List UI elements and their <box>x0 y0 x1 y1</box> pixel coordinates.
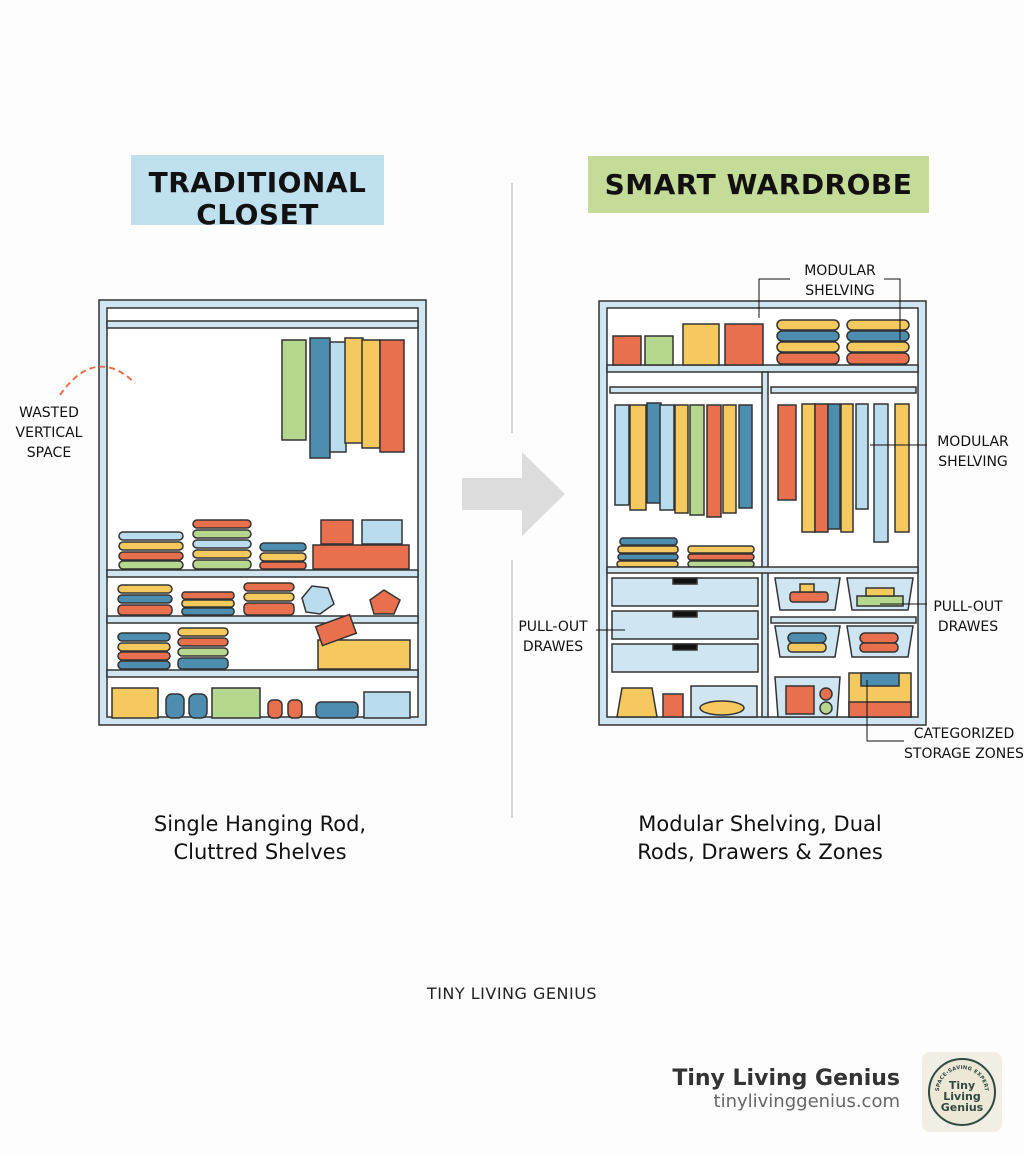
badge-arc-graphic: SPACE-SAVING EXPERT <box>935 1065 989 1092</box>
footer-text: TINY LIVING GENIUS <box>426 984 598 1003</box>
divider-top <box>511 183 513 433</box>
caption-line: Rods, Drawers & Zones <box>637 840 883 864</box>
rod-right <box>770 386 917 394</box>
smart-wardrobe-title: SMART WARDROBE <box>588 156 929 213</box>
middle-shelf <box>606 566 919 574</box>
logo-text: Tiny Living Genius <box>940 1078 984 1114</box>
logo-circle: SPACE-SAVING EXPERT Tiny Living Genius <box>928 1058 996 1126</box>
caption-line: Single Hanging Rod, <box>153 812 367 836</box>
traditional-closet-title: TRADITIONAL CLOSET <box>131 155 384 231</box>
center-divider <box>761 371 769 718</box>
smart-caption: Modular Shelving, Dual Rods, Drawers & Z… <box>600 810 920 866</box>
hanging-rod <box>106 320 419 329</box>
shelf <box>106 615 419 624</box>
brand-url: tinylivinggenius.com <box>713 1091 900 1112</box>
pull-out-drawers <box>611 577 759 673</box>
rod-left <box>609 386 763 394</box>
divider-bottom <box>511 560 513 818</box>
folded-stacks <box>111 519 411 719</box>
brand-name: Tiny Living Genius <box>672 1066 900 1091</box>
caption-line: Cluttred Shelves <box>173 840 347 864</box>
hanging-clothes <box>281 337 405 459</box>
curved-arrow-icon <box>59 365 136 396</box>
pull-out-drawers-label-right: PULL-OUT DRAWES <box>933 599 1003 635</box>
categorized-storage-zones-label: CATEGORIZED STORAGE ZONES <box>904 726 1024 762</box>
wasted-vertical-space-label: WASTED VERTICAL SPACE <box>15 405 83 461</box>
hanging-clothes-right <box>777 403 910 543</box>
shelf <box>106 669 419 678</box>
top-shelf <box>606 364 919 373</box>
traditional-closet-illustration <box>59 299 427 726</box>
brand-block: Tiny Living Genius tinylivinggenius.com <box>672 1066 900 1112</box>
modular-shelving-label-top: MODULAR SHELVING <box>804 263 876 299</box>
modular-shelving-label-side: MODULAR SHELVING <box>937 434 1009 470</box>
hanging-clothes-left <box>614 402 753 518</box>
caption-line: Modular Shelving, Dual <box>638 812 882 836</box>
pull-out-drawers-label-left: PULL-OUT DRAWES <box>518 619 588 655</box>
shelf <box>106 569 419 578</box>
traditional-caption: Single Hanging Rod, Cluttred Shelves <box>120 810 400 866</box>
smart-wardrobe-illustration <box>596 278 927 742</box>
arrow-right-icon <box>462 452 565 536</box>
brand-logo-badge: SPACE-SAVING EXPERT Tiny Living Genius <box>922 1052 1002 1132</box>
